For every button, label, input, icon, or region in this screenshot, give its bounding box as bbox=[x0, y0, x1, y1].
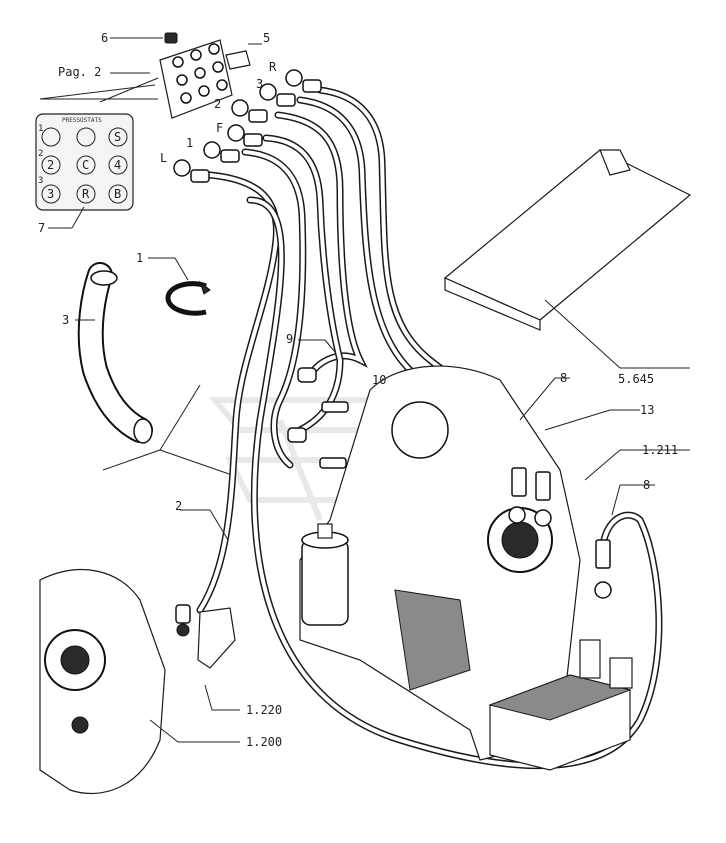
callout-8-a: 8 bbox=[560, 371, 567, 385]
transmission-housing bbox=[39, 569, 166, 795]
callout-8-b: 8 bbox=[643, 478, 650, 492]
plate-4: 4 bbox=[114, 158, 121, 172]
pressure-switch-block bbox=[159, 39, 233, 119]
plate-sub3: 3 bbox=[38, 176, 43, 186]
plate-s: S bbox=[114, 130, 121, 144]
callout-7: 7 bbox=[38, 221, 45, 235]
mounting-bracket bbox=[443, 149, 692, 331]
pressostat-label-plate: PRESSOSTATS S 1 2 C 4 2 3 R B 3 bbox=[35, 113, 134, 211]
plate-2: 2 bbox=[47, 158, 54, 172]
callout-3: 3 bbox=[62, 313, 69, 327]
callout-3-top: 3 bbox=[256, 77, 263, 91]
callout-5-645: 5.645 bbox=[618, 372, 654, 386]
plate-sub2: 2 bbox=[38, 149, 43, 159]
plate-3: 3 bbox=[47, 187, 54, 201]
callout-1-200: 1.200 bbox=[246, 735, 282, 749]
callout-10: 10 bbox=[372, 373, 386, 387]
adapter-fitting bbox=[225, 43, 262, 70]
callout-6: 6 bbox=[101, 31, 108, 45]
callout-9: 9 bbox=[286, 332, 293, 346]
callout-1: 1 bbox=[136, 251, 143, 265]
plate-c: C bbox=[82, 158, 89, 172]
callout-pag: Pag. 2 bbox=[58, 65, 101, 79]
gearbox-housing bbox=[299, 365, 633, 771]
hose-clamp bbox=[165, 280, 211, 316]
callout-r: R bbox=[269, 60, 277, 74]
plug-fitting bbox=[110, 32, 178, 44]
callout-1-220: 1.220 bbox=[246, 703, 282, 717]
callout-5: 5 bbox=[263, 31, 270, 45]
callout-1-top: 1 bbox=[186, 136, 193, 150]
callout-f: F bbox=[216, 121, 223, 135]
plate-title: PRESSOSTATS bbox=[62, 117, 102, 124]
callout-2-top: 2 bbox=[214, 97, 221, 111]
callout-13: 13 bbox=[640, 403, 654, 417]
pressure-sensor bbox=[175, 604, 236, 669]
callout-l: L bbox=[160, 151, 167, 165]
right-fittings bbox=[508, 467, 612, 599]
plate-1: 1 bbox=[38, 124, 43, 134]
plate-r: R bbox=[82, 187, 90, 201]
plate-b: B bbox=[114, 187, 121, 201]
hose-end-fittings bbox=[173, 69, 322, 183]
callout-2: 2 bbox=[175, 499, 182, 513]
callout-1-211: 1.211 bbox=[642, 443, 678, 457]
rubber-hose-elbow bbox=[77, 262, 153, 444]
elbow-fittings bbox=[287, 367, 349, 469]
